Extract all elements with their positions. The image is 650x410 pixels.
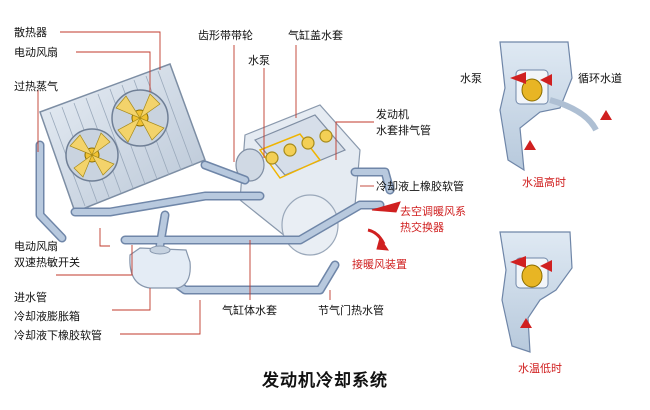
electric-fan-upper <box>111 89 169 147</box>
label-fan-bottom-1: 电动风扇 <box>14 240 58 253</box>
label-block-jacket: 气缸体水套 <box>222 304 277 317</box>
label-expansion-tank: 冷却液膨胀箱 <box>14 310 80 323</box>
label-vent-pipe-2: 水套排气管 <box>376 124 431 137</box>
label-radiator: 散热器 <box>14 26 47 39</box>
inset-low-temp <box>499 231 573 353</box>
label-inlet-pipe: 进水管 <box>14 291 47 304</box>
label-to-heater-1: 去空调暖风系 <box>400 205 466 218</box>
expansion-tank <box>129 245 191 289</box>
inset-caption-low: 水温低时 <box>518 362 562 375</box>
inset-label-pump: 水泵 <box>460 72 482 85</box>
inset-label-channel: 循环水道 <box>578 72 622 85</box>
inset-high-temp <box>499 41 612 172</box>
engine-block <box>235 104 361 256</box>
label-throttle-pipe: 节气门热水管 <box>318 304 384 317</box>
diagram-title: 发动机冷却系统 <box>262 371 388 391</box>
label-belt-pulley: 齿形带带轮 <box>198 29 253 42</box>
label-upper-hose: 冷却液上橡胶软管 <box>376 180 464 193</box>
leader-lines <box>37 31 374 335</box>
electric-fan-lower <box>65 128 119 182</box>
label-head-jacket: 气缸盖水套 <box>288 29 343 42</box>
label-vent-pipe-1: 发动机 <box>376 108 409 121</box>
label-pump: 水泵 <box>248 54 270 67</box>
flow-arrows <box>367 201 401 251</box>
label-fan-top: 电动风扇 <box>14 46 58 59</box>
inset-caption-high: 水温高时 <box>522 176 566 189</box>
label-fan-bottom-2: 双速热敏开关 <box>14 256 80 269</box>
label-from-heater: 接暖风装置 <box>352 258 407 271</box>
label-steam: 过热蒸气 <box>14 80 58 93</box>
label-lower-hose: 冷却液下橡胶软管 <box>14 329 102 342</box>
label-to-heater-2: 热交换器 <box>400 221 444 234</box>
